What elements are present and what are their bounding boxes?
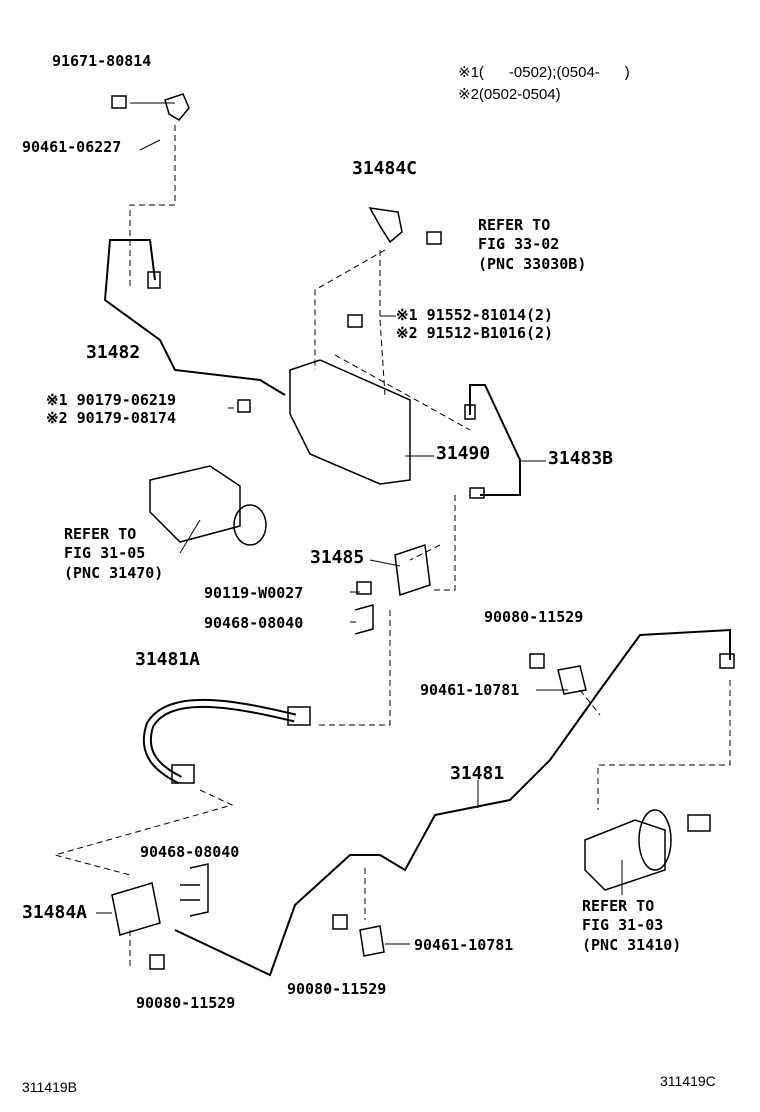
part-31485[interactable]: 31485 xyxy=(310,547,365,568)
refer-line-1: REFER TO xyxy=(478,216,551,234)
components xyxy=(111,93,735,970)
part-90461-06227[interactable]: 90461-06227 xyxy=(22,138,122,156)
hose-31481A-inner xyxy=(144,700,296,783)
refer-fig-33-02[interactable]: FIG 33-02 xyxy=(478,235,560,253)
part-90119-W0027[interactable]: 90119-W0027 xyxy=(204,584,304,602)
part-31481A[interactable]: 31481A xyxy=(135,649,201,670)
part-90080-11529-b[interactable]: 90080-11529 xyxy=(287,980,387,998)
part-90179-08174[interactable]: ※2 90179-08174 xyxy=(46,409,176,427)
part-91671-80814[interactable]: 91671-80814 xyxy=(52,52,152,70)
part-31484A[interactable]: 31484A xyxy=(22,902,88,923)
figure-code-left: 311419B xyxy=(22,1079,78,1095)
refer-fig-31-03[interactable]: FIG 31-03 xyxy=(582,916,664,934)
part-90461-10781-b[interactable]: 90461-10781 xyxy=(414,936,514,954)
pipe-31483B xyxy=(469,384,521,496)
note-1: ※1( -0502);(0504- ) xyxy=(458,64,630,81)
note-2: ※2(0502-0504) xyxy=(458,86,561,103)
part-31483B[interactable]: 31483B xyxy=(548,448,614,469)
refer-line-2: REFER TO xyxy=(64,525,137,543)
leader-lines xyxy=(96,102,623,945)
pipe-31482 xyxy=(103,239,286,396)
refer-fig-31-05[interactable]: FIG 31-05 xyxy=(64,544,146,562)
pipe-31481 xyxy=(174,628,731,977)
part-31481[interactable]: 31481 xyxy=(450,763,505,784)
part-90461-10781-a[interactable]: 90461-10781 xyxy=(420,681,520,699)
part-31484C[interactable]: 31484C xyxy=(352,158,418,179)
refer-pnc-31470: (PNC 31470) xyxy=(64,564,164,582)
part-90468-08040-a[interactable]: 90468-08040 xyxy=(204,614,304,632)
part-90468-08040-b[interactable]: 90468-08040 xyxy=(140,843,240,861)
refer-pnc-31410: (PNC 31410) xyxy=(582,936,682,954)
part-90080-11529-a[interactable]: 90080-11529 xyxy=(484,608,584,626)
part-91552-81014[interactable]: ※1 91552-81014(2) xyxy=(396,306,554,324)
part-31490[interactable]: 31490 xyxy=(436,443,491,464)
figure-code-right: 311419C xyxy=(660,1073,716,1089)
part-90080-11529-c[interactable]: 90080-11529 xyxy=(136,994,236,1012)
refer-line-3: REFER TO xyxy=(582,897,655,915)
dashed-guides xyxy=(53,125,731,970)
part-91512-B1016[interactable]: ※2 91512-B1016(2) xyxy=(396,324,554,342)
part-31482[interactable]: 31482 xyxy=(86,342,141,363)
refer-pnc-33030B: (PNC 33030B) xyxy=(478,255,587,273)
part-90179-06219[interactable]: ※1 90179-06219 xyxy=(46,391,176,409)
